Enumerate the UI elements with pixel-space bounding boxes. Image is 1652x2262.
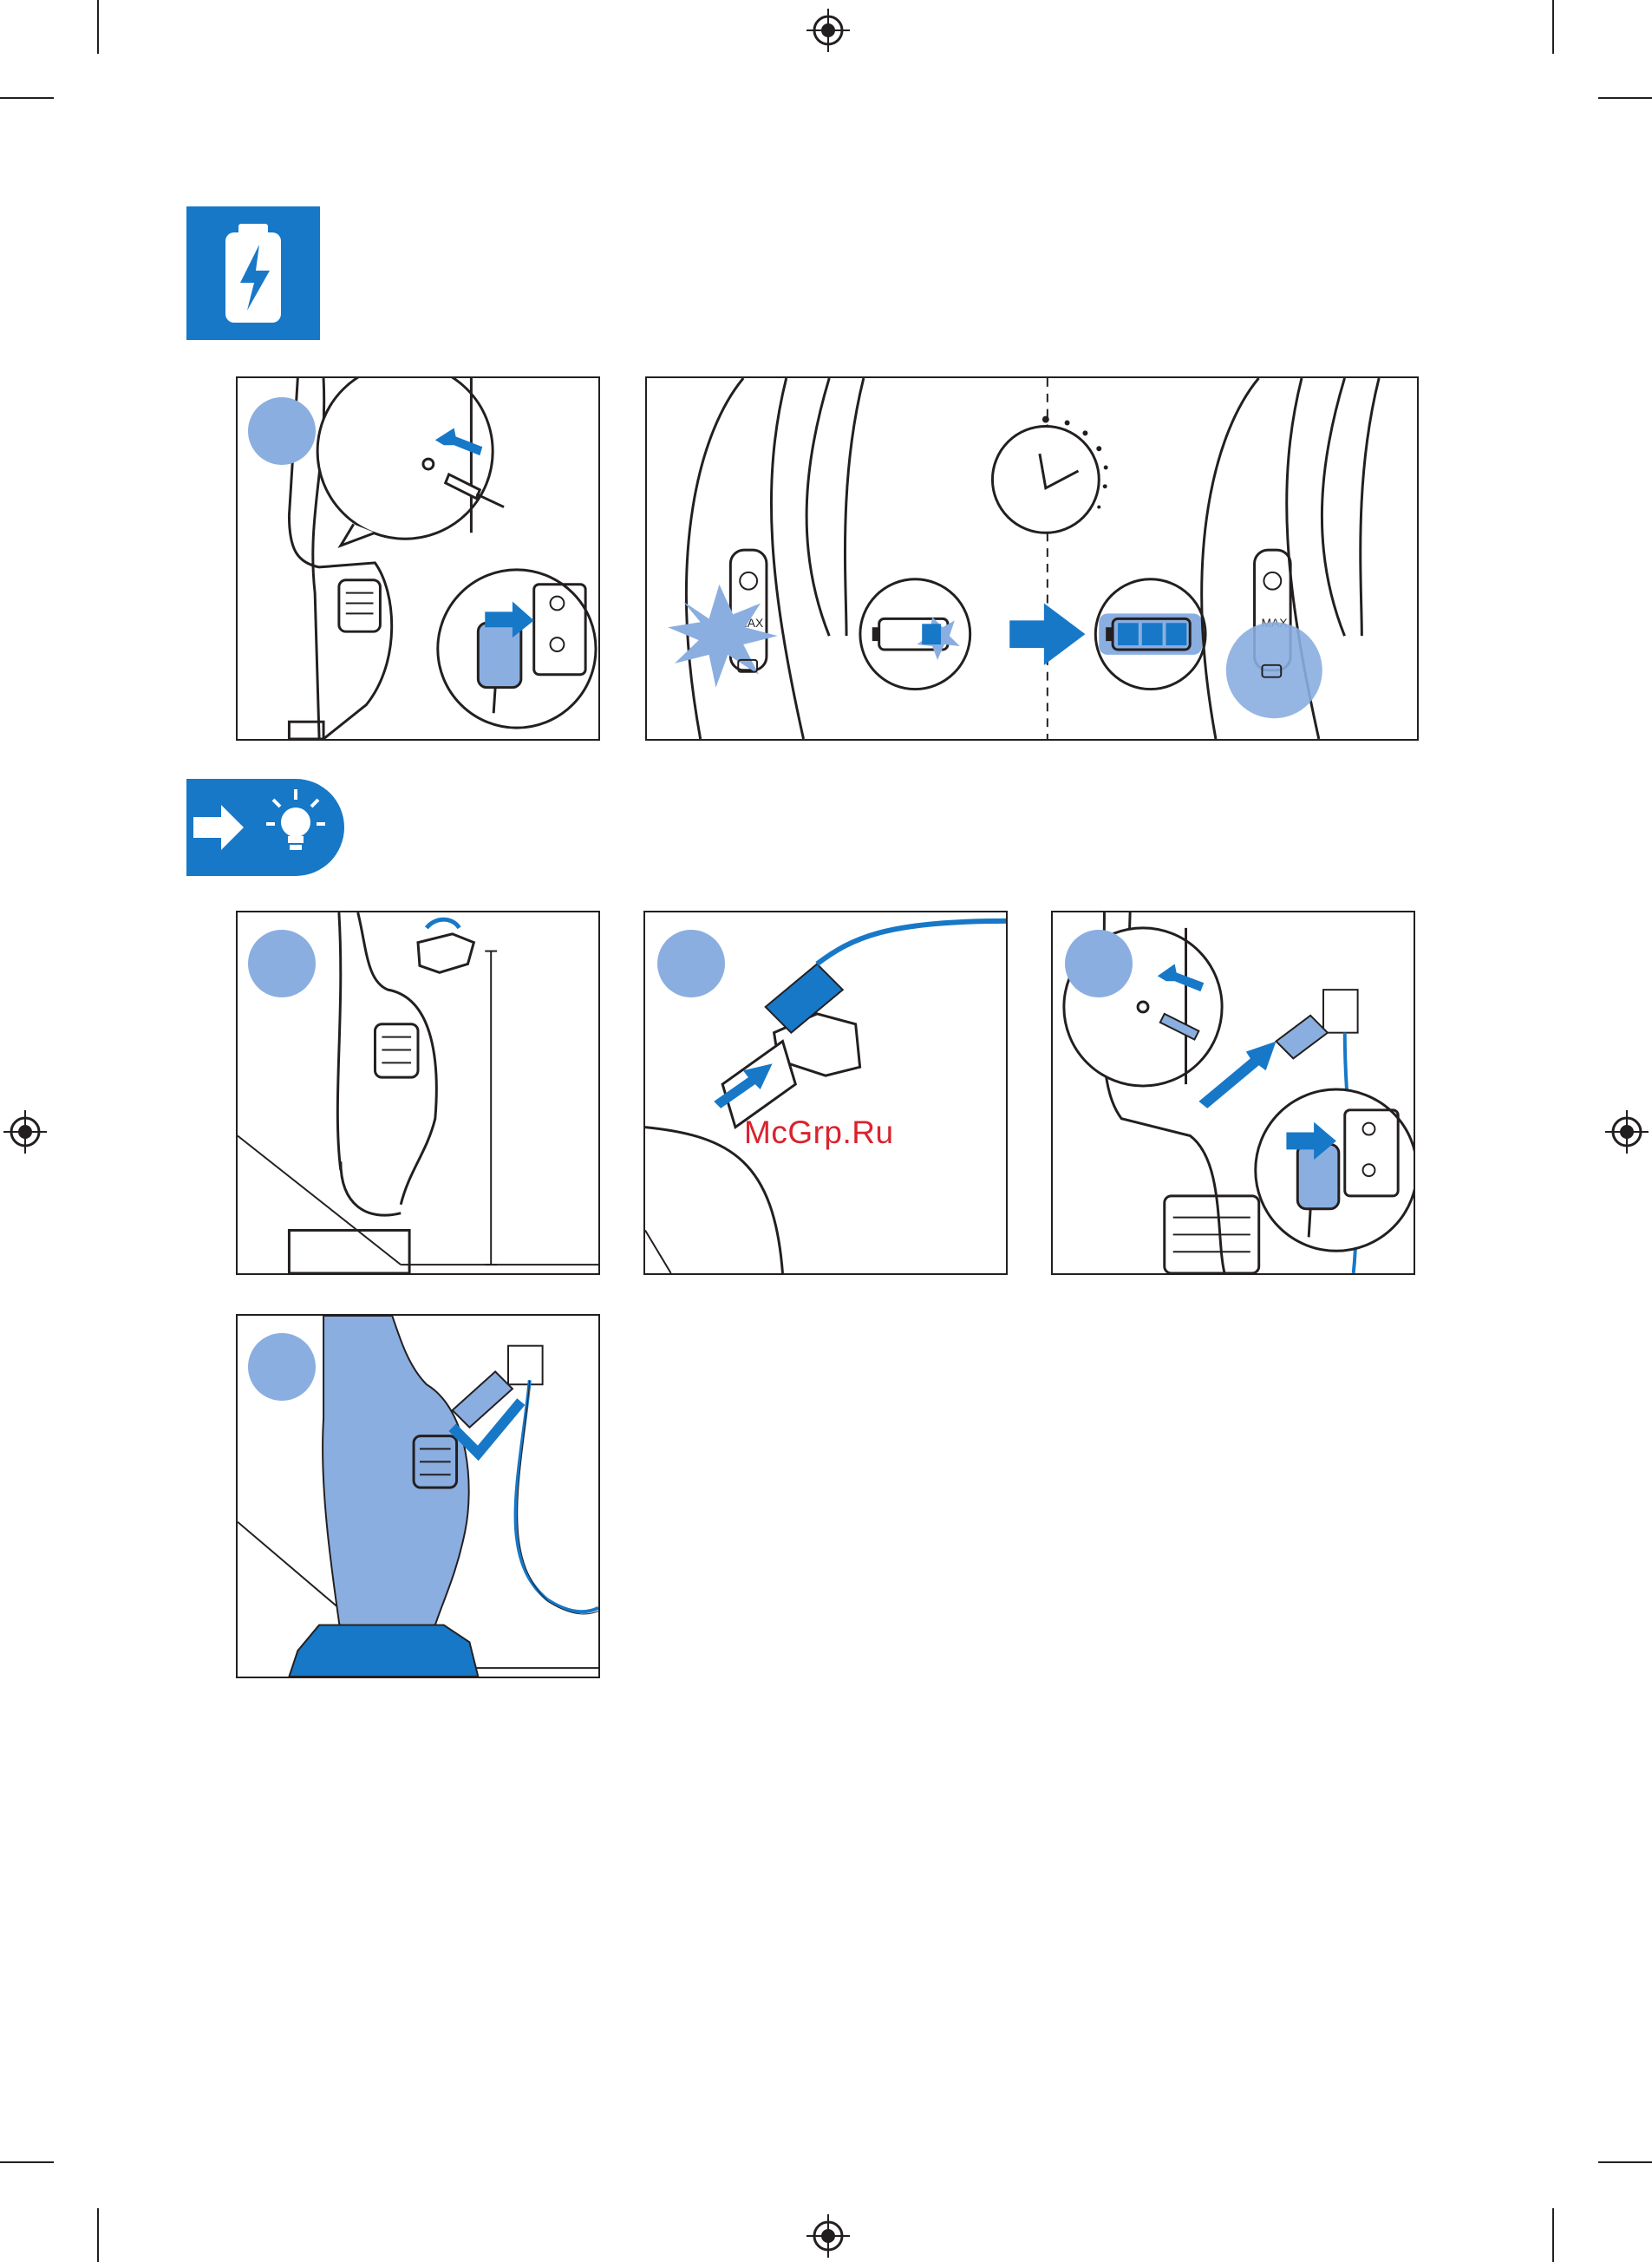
- arrow-lightbulb-tip-icon: [186, 779, 344, 876]
- step-marker: [1065, 930, 1133, 997]
- registration-mark-top: [806, 9, 850, 52]
- clock-icon: [992, 426, 1099, 533]
- registration-mark-left: [3, 1110, 47, 1154]
- panel-tip-wall-mount: [236, 911, 600, 1275]
- crop-mark: [1552, 2208, 1554, 2262]
- panel-charge-timeline: MAX MAX: [645, 376, 1419, 741]
- step-marker: [248, 1333, 316, 1401]
- crop-mark: [1598, 2161, 1652, 2163]
- registration-mark-right: [1605, 1110, 1649, 1154]
- crop-mark: [97, 0, 99, 54]
- panel-tip-plug-in: [1051, 911, 1415, 1275]
- panel-charge-connect: [236, 376, 600, 741]
- step-marker: [657, 930, 725, 997]
- crop-mark: [0, 97, 54, 99]
- crop-mark: [97, 2208, 99, 2262]
- watermark-text: McGrp.Ru: [744, 1115, 894, 1151]
- step-marker: [248, 930, 316, 997]
- crop-mark: [0, 2161, 54, 2163]
- crop-mark: [1598, 97, 1652, 99]
- step-marker: [248, 397, 316, 465]
- registration-mark-bottom: [806, 2214, 850, 2258]
- panel-tip-cable-holder: [643, 911, 1008, 1275]
- crop-mark: [1552, 0, 1554, 54]
- panel-tip-docked: [236, 1314, 600, 1678]
- battery-charge-icon: [186, 206, 320, 340]
